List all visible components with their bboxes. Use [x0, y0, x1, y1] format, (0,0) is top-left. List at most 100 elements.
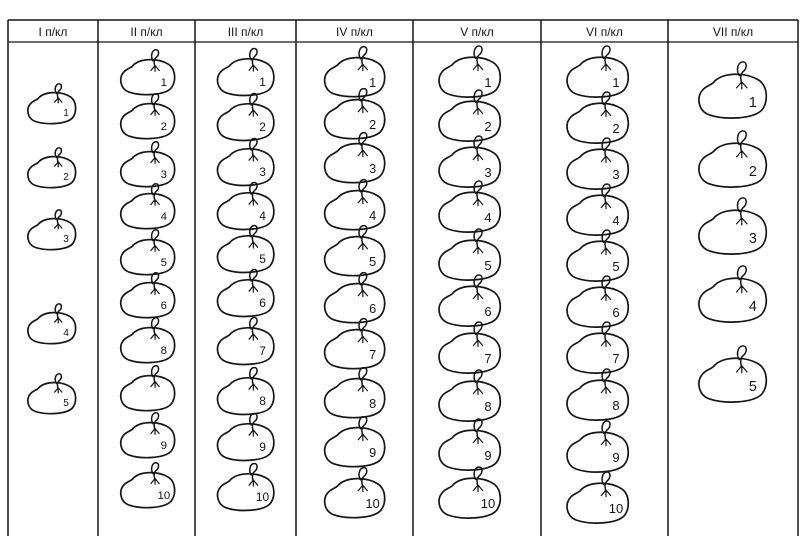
cell-number: 9 — [369, 445, 376, 460]
kidney-cell-icon: 5 — [699, 346, 766, 402]
kidney-cell-icon: 10 — [567, 472, 628, 523]
cell-number: 3 — [749, 231, 757, 247]
kidney-cell-icon: 7 — [567, 322, 628, 373]
kidney-cell-icon: 10 — [325, 468, 385, 518]
kidney-cell-icon: 1 — [439, 46, 500, 97]
kidney-cell-icon: 5 — [439, 229, 500, 280]
cell-number: 1 — [369, 75, 376, 90]
cell-number: 4 — [749, 299, 757, 315]
cell-number: 10 — [609, 501, 623, 516]
table-frame — [8, 20, 798, 536]
kidney-cell-icon: 10 — [121, 463, 175, 508]
cell-number: 2 — [161, 121, 167, 133]
kidney-cell-icon: 3 — [567, 138, 628, 189]
cell-number: 6 — [612, 305, 619, 320]
cell-number: 3 — [259, 165, 266, 179]
kidney-cell-icon: 2 — [567, 92, 628, 143]
cell-number: 10 — [366, 496, 380, 511]
kidney-cell-icon: 10 — [218, 463, 274, 510]
kidney-cell-icon: 5 — [218, 225, 274, 272]
kidney-cell-icon: 5 — [325, 226, 385, 276]
column-header: II п/кл — [130, 25, 162, 39]
cell-number: 4 — [484, 210, 491, 225]
cell-number: 8 — [612, 398, 619, 413]
kidney-cell-icon: 7 — [325, 319, 385, 369]
cell-number: 2 — [63, 172, 69, 183]
cell-number: 8 — [161, 345, 167, 357]
kidney-cell-icon: 1 — [121, 50, 175, 95]
column-header: III п/кл — [228, 25, 264, 39]
cell-number: 2 — [484, 119, 491, 134]
kidney-cell-icon: 9 — [325, 417, 385, 467]
cell-number: 8 — [484, 399, 491, 414]
cell-number: 1 — [484, 75, 491, 90]
kidney-cell-icon: 7 — [439, 322, 500, 373]
cell-number: 5 — [369, 254, 376, 269]
kidney-cell-icon: 4 — [567, 184, 628, 235]
cell-number: 1 — [161, 77, 167, 89]
kidney-cell-icon: 4 — [699, 266, 766, 322]
kidney-cell-icon: 8 — [218, 367, 274, 414]
kidney-cell-icon: 3 — [121, 142, 175, 187]
kidney-cell-icon: 5 — [28, 374, 76, 414]
kidney-cell-icon: 6 — [567, 276, 628, 327]
kidney-cell-icon: 4 — [325, 180, 385, 230]
cell-number: 2 — [259, 120, 266, 134]
cell-number: 10 — [256, 490, 270, 504]
cell-number: 7 — [484, 351, 491, 366]
cell-number: 3 — [63, 234, 69, 245]
kidney-cell-icon: 6 — [325, 273, 385, 323]
cell-number: 6 — [161, 300, 167, 312]
cell-number: 1 — [612, 75, 619, 90]
kidney-cell-icon: 9 — [121, 413, 175, 458]
kidney-cell-icon: 1 — [699, 62, 766, 118]
column-header: IV п/кл — [336, 25, 373, 39]
kidney-cell-icon: 1 — [28, 84, 76, 124]
column-header: V п/кл — [460, 25, 494, 39]
cell-number: 2 — [612, 121, 619, 136]
kidney-cell-icon: 8 — [121, 318, 175, 363]
kidney-cell-icon: 9 — [218, 413, 274, 460]
cell-number: 4 — [63, 328, 69, 339]
kidney-cell-icon: 10 — [439, 467, 500, 518]
kidney-cell-icon: 2 — [28, 148, 76, 188]
kidney-cell-icon: 6 — [218, 269, 274, 316]
kidney-cell-icon: 1 — [567, 46, 628, 97]
cell-number: 3 — [612, 167, 619, 182]
kidney-cell-icon: 1 — [218, 48, 274, 95]
cell-number: 9 — [612, 450, 619, 465]
kidney-cell-icon: 1 — [325, 47, 385, 97]
kidney-cell-icon: 8 — [567, 369, 628, 420]
cell-number: 6 — [484, 304, 491, 319]
kidney-cell-icon: 4 — [218, 182, 274, 229]
column-header: VII п/кл — [713, 25, 753, 39]
cell-number: 9 — [259, 440, 266, 454]
cell-number: 5 — [749, 379, 757, 395]
cell-number: 5 — [484, 258, 491, 273]
cell-number: 9 — [161, 440, 167, 452]
column-header: VI п/кл — [586, 25, 623, 39]
cell-number: 6 — [259, 296, 266, 310]
kidney-cell-icon — [121, 366, 175, 411]
cell-number: 2 — [369, 117, 376, 132]
kidney-cell-icon: 4 — [439, 181, 500, 232]
kidney-cell-icon: 8 — [325, 368, 385, 418]
kidney-cell-icon: 8 — [439, 370, 500, 421]
cell-number: 9 — [484, 448, 491, 463]
cell-number: 7 — [369, 347, 376, 362]
cell-number: 3 — [161, 169, 167, 181]
cell-number: 5 — [161, 257, 167, 269]
cell-number: 1 — [259, 75, 266, 89]
cell-number: 6 — [369, 301, 376, 316]
cell-number: 4 — [369, 208, 376, 223]
kidney-cell-icon: 4 — [28, 304, 76, 344]
kidney-cell-icon: 5 — [567, 230, 628, 281]
cell-drawings: 1234512345689101234567891012345678910123… — [28, 46, 766, 523]
kidney-cell-icon: 3 — [28, 210, 76, 250]
kidney-cell-icon: 6 — [439, 275, 500, 326]
kidney-cell-icon: 3 — [325, 133, 385, 183]
kidney-cell-icon: 3 — [699, 198, 766, 254]
kidney-cell-icon: 2 — [699, 131, 766, 187]
